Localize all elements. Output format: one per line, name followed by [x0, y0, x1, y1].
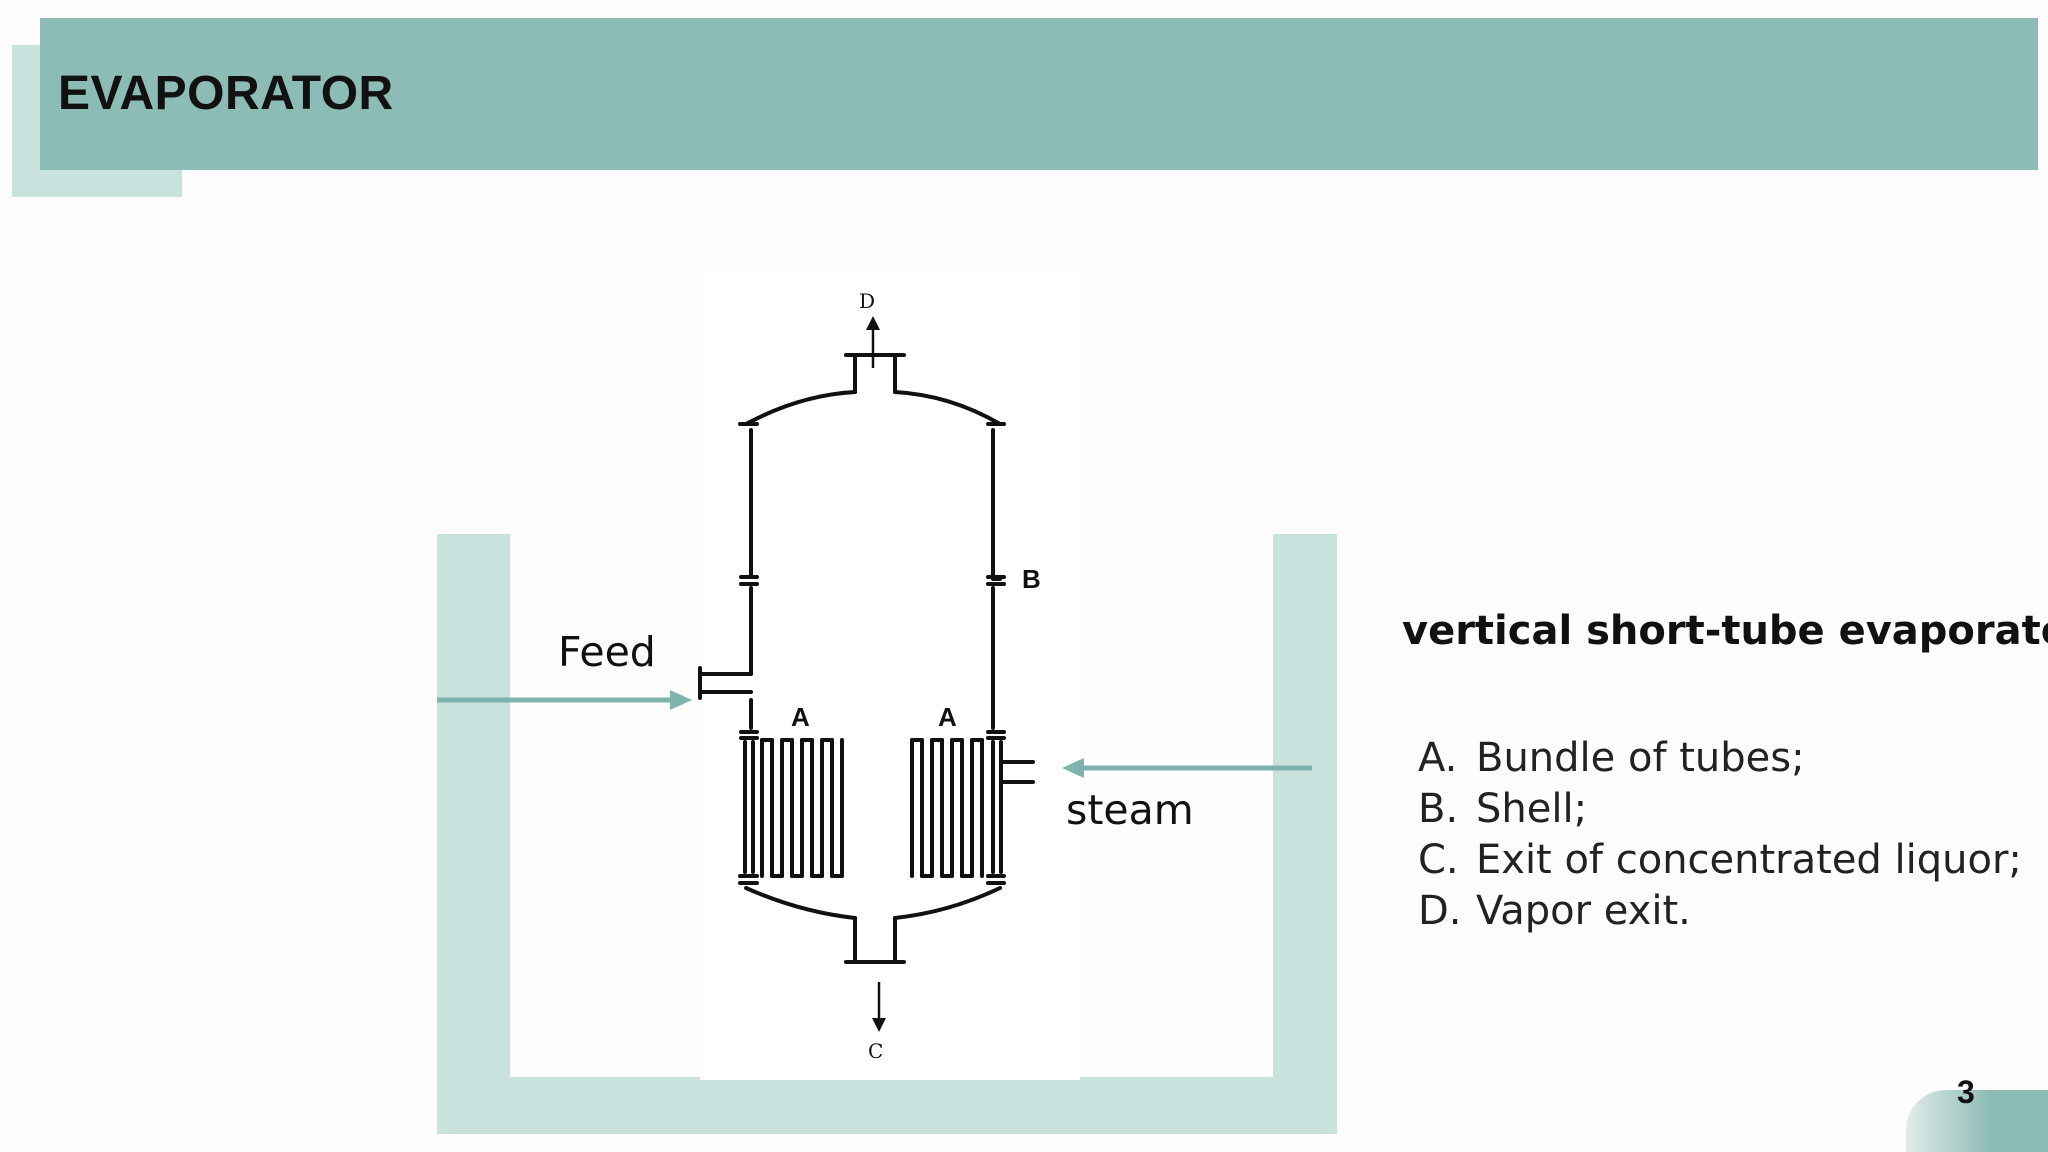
steam-nozzle: [999, 760, 1035, 784]
frame-bottom-bar: [437, 1077, 1337, 1134]
vapor-nozzle: [844, 353, 906, 394]
legend-text: Shell;: [1476, 786, 1588, 832]
legend-list: A. Bundle of tubes; B. Shell; C. Exit of co…: [1418, 733, 2022, 937]
tube-bundle-right: [910, 738, 984, 878]
feed-arrowhead: [670, 690, 692, 710]
frame-left-bar: [437, 534, 510, 1134]
description-title: vertical short-tube evaporator: [1402, 608, 2048, 654]
legend-key: A.: [1418, 735, 1458, 781]
legend-key: B.: [1418, 786, 1459, 832]
tube-bundle-left-caps: [760, 738, 844, 878]
diagram-background: [700, 270, 1080, 1080]
label-a-right: A: [938, 702, 957, 732]
liquor-exit-arrowhead: [872, 1018, 886, 1032]
legend-item: B. Shell;: [1418, 784, 2022, 835]
frame-right-bar: [1273, 534, 1337, 1134]
legend-text: Exit of concentrated liquor;: [1476, 837, 2022, 883]
vapor-exit-arrowhead: [866, 316, 880, 330]
label-a-left: A: [791, 702, 810, 732]
legend-item: D. Vapor exit.: [1418, 886, 2022, 937]
label-b: B: [1022, 564, 1041, 594]
slide-title: EVAPORATOR: [58, 67, 394, 120]
shell-lower-left: [743, 740, 755, 874]
bottom-flange: [738, 874, 1006, 885]
legend-key: C.: [1418, 837, 1459, 883]
label-d: D: [859, 289, 875, 313]
lower-flange: [739, 730, 1006, 740]
bottom-nozzle: [844, 916, 906, 964]
steam-arrowhead: [1062, 758, 1084, 778]
page-number: 3: [1957, 1074, 1975, 1110]
label-c: C: [868, 1039, 883, 1063]
mid-flange: [739, 575, 1006, 586]
legend-item: A. Bundle of tubes;: [1418, 733, 2022, 784]
steam-label: steam: [1066, 786, 1194, 834]
title-bar: [40, 18, 2038, 170]
top-dome: [744, 390, 1002, 426]
corner-decoration: [1906, 1090, 2048, 1152]
legend-text: Vapor exit.: [1476, 888, 1691, 934]
feed-nozzle: [698, 666, 753, 700]
tube-bundle-right-caps: [910, 738, 984, 878]
feed-label: Feed: [558, 628, 656, 676]
legend-text: Bundle of tubes;: [1476, 735, 1805, 781]
legend-key: D.: [1418, 888, 1462, 934]
bottom-dome: [744, 886, 1002, 920]
tube-bundle-left: [760, 738, 844, 878]
legend-item: C. Exit of concentrated liquor;: [1418, 835, 2022, 886]
